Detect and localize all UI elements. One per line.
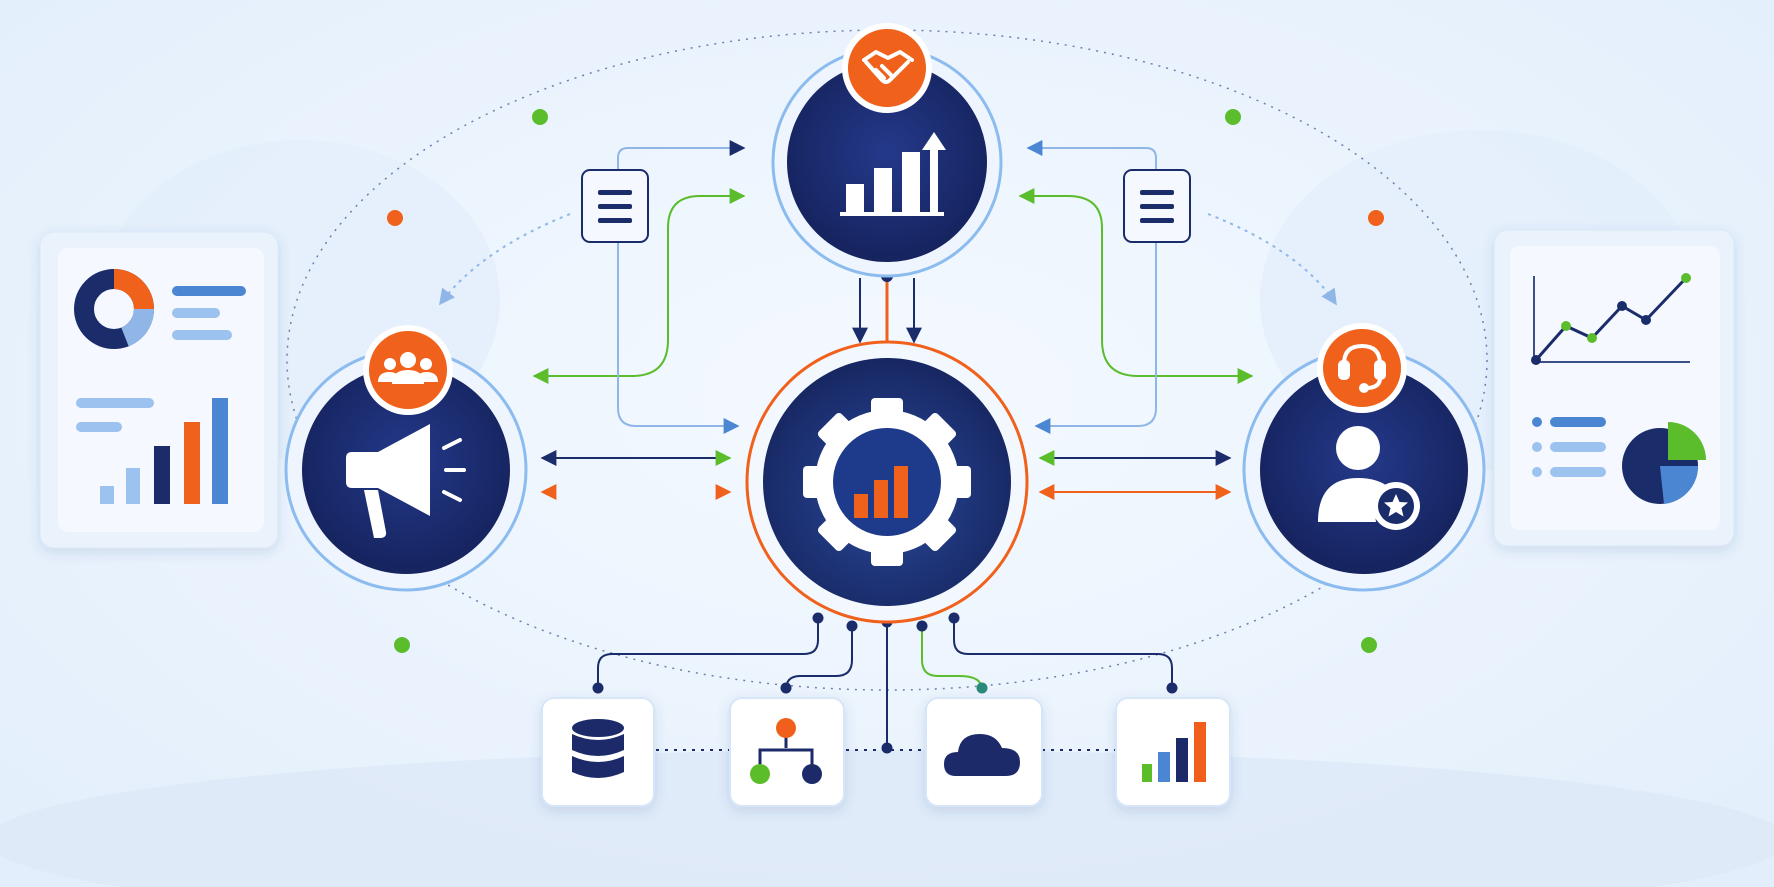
- hub-node[interactable]: [745, 340, 1029, 624]
- orbit-dots: [387, 109, 1384, 653]
- right-side-panel: [1493, 229, 1735, 547]
- hierarchy-icon: [750, 718, 822, 784]
- document-icon[interactable]: [581, 169, 649, 243]
- user-star-icon: [1318, 426, 1420, 530]
- gear-chart-icon: [803, 398, 971, 566]
- marketing-node[interactable]: [284, 325, 528, 592]
- support-node[interactable]: [1242, 323, 1486, 592]
- connector-lines: [439, 140, 1337, 754]
- list-lines: [1532, 417, 1606, 477]
- line-chart-icon: [1531, 273, 1691, 365]
- sales-node[interactable]: [771, 23, 1003, 278]
- legend-lines: [76, 286, 246, 432]
- handshake-icon: [862, 50, 914, 84]
- donut-chart-icon: [74, 269, 155, 349]
- document-icon[interactable]: [1123, 169, 1191, 243]
- source-cloud[interactable]: [925, 697, 1043, 807]
- source-database[interactable]: [541, 697, 655, 807]
- source-workflow[interactable]: [729, 697, 845, 807]
- pie-chart-icon: [1622, 422, 1706, 504]
- source-analytics[interactable]: [1115, 697, 1231, 807]
- cloud-icon: [944, 734, 1020, 776]
- database-icon: [572, 719, 624, 778]
- bar-chart-icon: [1142, 722, 1206, 782]
- megaphone-icon: [346, 424, 466, 538]
- team-icon: [378, 352, 438, 384]
- bar-chart-up-icon: [840, 132, 946, 216]
- bar-chart-icon: [100, 398, 228, 504]
- headset-icon: [1338, 343, 1386, 393]
